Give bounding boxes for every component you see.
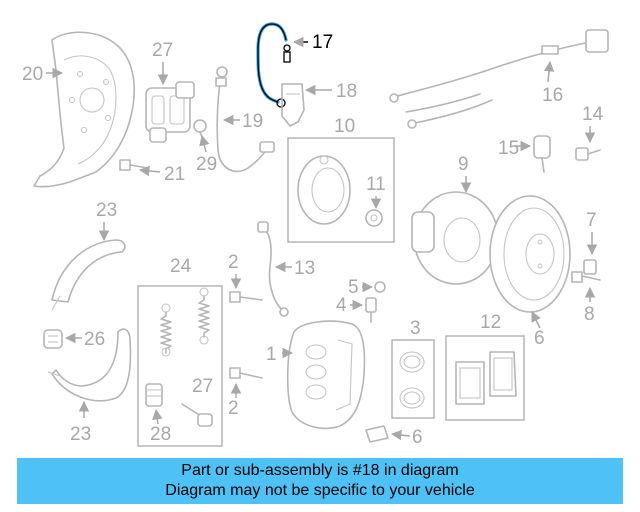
box-part-24 (137, 285, 223, 447)
callout-23-upper: 23 (96, 200, 117, 221)
sensor-part-15 (533, 135, 551, 173)
callout-24: 24 (170, 256, 192, 277)
bolt-part-22 (119, 159, 149, 171)
callout-28: 27 (152, 40, 173, 61)
callout-16: 14 (582, 104, 604, 125)
adjuster-part-27 (43, 329, 63, 349)
bleeder-part-29 (193, 119, 207, 143)
info-banner: Part or sub-assembly is #18 in diagram D… (17, 458, 623, 504)
spring-part-26 (145, 383, 163, 407)
callout-29: 29 (196, 154, 217, 175)
callout-21: 20 (22, 64, 43, 85)
dust-shield-part-21 (33, 31, 135, 188)
bolt-part-2-upper (229, 291, 263, 303)
callout-4: 4 (336, 295, 347, 316)
caliper-part-1 (286, 320, 366, 430)
callout-1: 1 (266, 344, 277, 365)
nut-part-12 (365, 209, 383, 227)
clip-part-6 (365, 425, 389, 443)
bolt-part-2-lower (229, 367, 263, 379)
callout-19: 18 (336, 81, 357, 102)
wheel-bearing (297, 155, 351, 225)
callout-22: 21 (164, 164, 185, 185)
callout-17: 16 (542, 85, 563, 106)
callout-18: 17 (312, 32, 333, 53)
brake-line-part-18 (256, 22, 291, 108)
bolt-part-16 (575, 147, 601, 161)
callout-5: 5 (348, 277, 359, 298)
callout-27: 26 (84, 329, 105, 350)
callout-13: 12 (480, 312, 501, 333)
callout-9: 8 (584, 304, 595, 325)
bracket-part-19 (281, 83, 305, 127)
callout-15: 15 (498, 138, 519, 159)
springs (160, 287, 210, 357)
pin-part-25 (181, 403, 213, 427)
seals (399, 351, 425, 409)
banner-line-1: Part or sub-assembly is #18 in diagram (181, 462, 459, 479)
callout-10: 9 (458, 154, 469, 175)
cap-part-8 (583, 259, 597, 275)
callout-6: 6 (412, 427, 423, 448)
brake-shoe-part-23-lower (47, 328, 132, 402)
callout-8: 7 (586, 210, 597, 231)
callout-12: 11 (366, 174, 386, 195)
callout-3: 3 (410, 318, 421, 339)
box-part-11 (287, 137, 395, 243)
callout-26: 28 (150, 424, 171, 445)
callout-25: 27 (192, 376, 213, 397)
callout-20: 19 (242, 111, 263, 132)
callout-23-lower: 23 (70, 424, 91, 445)
banner-line-2: Diagram may not be specific to your vehi… (165, 482, 475, 499)
box-part-13 (445, 335, 525, 421)
callout-11: 10 (334, 116, 355, 137)
box-part-3 (391, 339, 435, 419)
callout-14: 13 (294, 258, 315, 279)
callout-2-lower: 2 (228, 398, 239, 419)
callout-7: 6 (534, 328, 545, 349)
fitting-part-5 (374, 281, 386, 293)
fitting-part-4 (365, 297, 377, 323)
stud-part-9 (571, 271, 601, 283)
sensor-wire-part-14 (257, 221, 289, 317)
callout-2-upper: 2 (228, 252, 239, 273)
parts-diagram: 20 27 21 29 19 17 (22, 22, 609, 448)
brake-hose-part-20 (215, 66, 275, 173)
rotor-part-7 (489, 195, 571, 313)
brake-pads (455, 351, 517, 405)
wear-sensor-part-17 (389, 29, 609, 129)
hub-part-10 (411, 191, 499, 285)
caliper-assembly-part-28 (145, 81, 195, 143)
brake-shoe-part-23-upper (51, 239, 126, 311)
